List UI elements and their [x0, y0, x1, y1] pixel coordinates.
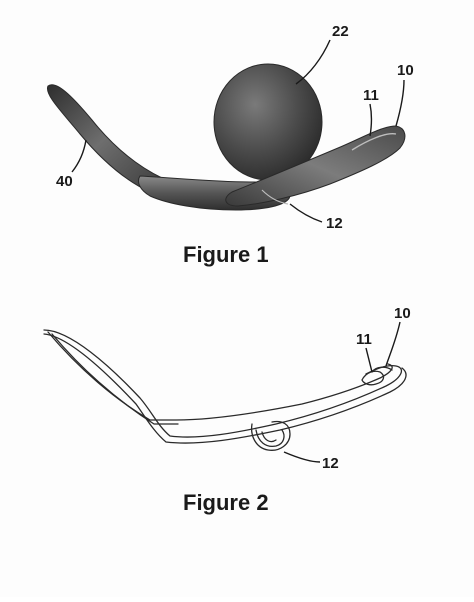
fig2-leader-11 [365, 347, 373, 373]
fig2-caption: Figure 2 [183, 490, 269, 515]
fig2-leader-10 [385, 321, 401, 367]
figure-2-annotations: 10 11 12 Figure 2 [183, 305, 411, 515]
fig1-right-arm [225, 125, 406, 207]
fig1-joint [261, 189, 289, 205]
fig1-leader-22 [295, 39, 331, 85]
fig1-label-11: 11 [363, 87, 379, 104]
fig2-right-loop-2 [371, 366, 393, 373]
fig2-right-loop [361, 370, 385, 386]
fig1-right-rim [351, 133, 397, 151]
fig1-caption: Figure 1 [183, 242, 269, 267]
fig2-leader-12 [283, 451, 321, 463]
fig1-label-40: 40 [56, 173, 73, 190]
fig1-leader-12 [289, 203, 323, 223]
fig2-wire-outer [43, 329, 403, 438]
fig2-wire-outer-2 [43, 333, 407, 444]
fig1-leader-10 [395, 79, 405, 127]
figure-2 [43, 329, 407, 451]
fig2-label-11: 11 [356, 331, 372, 348]
fig2-label-12: 12 [322, 455, 339, 472]
fig2-bottom-loop [250, 420, 291, 451]
fig2-wire-inner-2 [51, 333, 179, 425]
fig2-label-10: 10 [394, 305, 411, 322]
fig2-wire-inner [47, 331, 393, 421]
fig1-label-22: 22 [332, 23, 349, 40]
fig1-leader-11 [369, 103, 373, 137]
fig1-label-12: 12 [326, 215, 343, 232]
fig1-label-10: 10 [397, 62, 414, 79]
figure-1: 22 10 11 40 12 Figure 1 [46, 23, 414, 267]
fig2-bottom-loop-3 [261, 431, 277, 443]
fig2-bottom-loop-2 [255, 429, 285, 448]
fig1-leader-40 [71, 139, 87, 173]
